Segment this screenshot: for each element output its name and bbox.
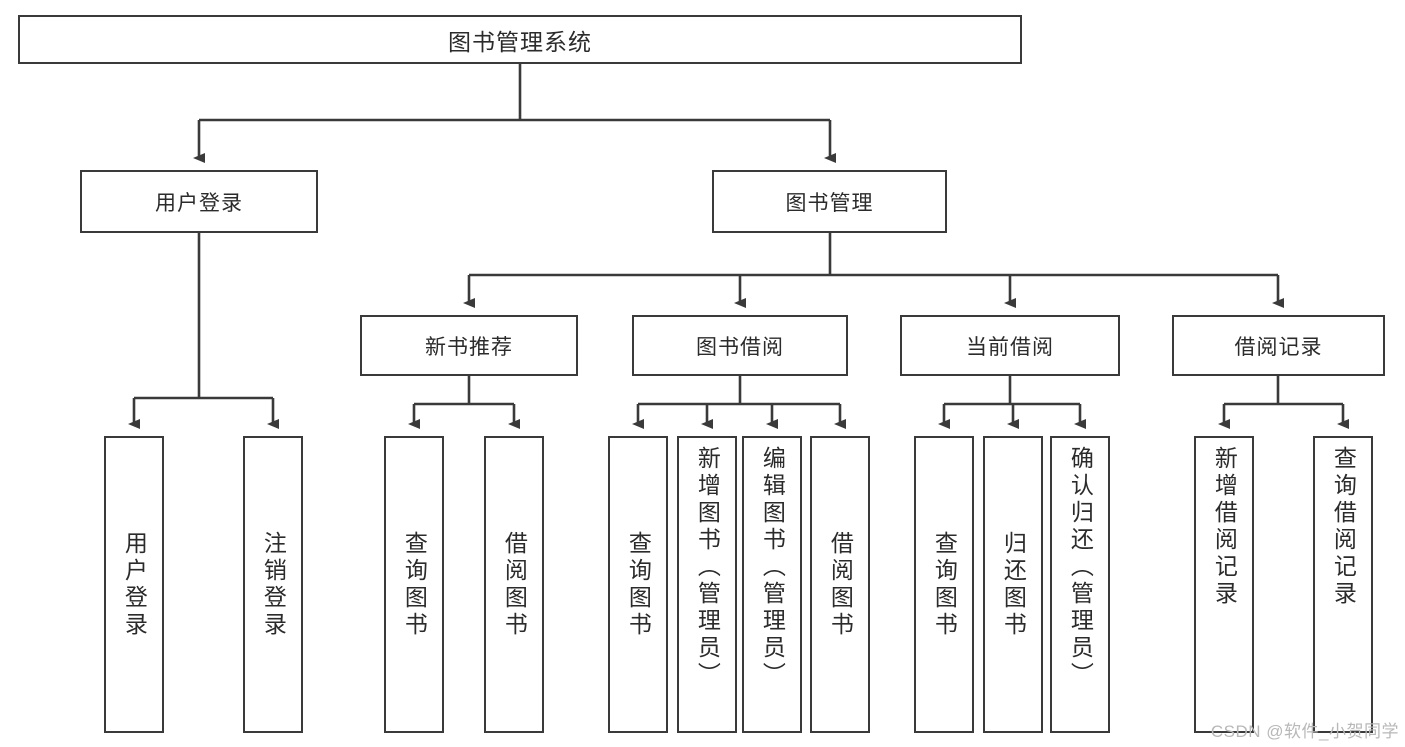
leaf-user-login-logout[interactable]: 注销登录 — [243, 436, 303, 733]
node-book-management-system[interactable]: 图书管理系统 — [18, 15, 1022, 64]
node-current-borrow[interactable]: 当前借阅 — [900, 315, 1120, 376]
node-book-management[interactable]: 图书管理 — [712, 170, 947, 233]
leaf-borrow-record-add[interactable]: 新增借阅记录 — [1194, 436, 1254, 733]
leaf-borrow-record-query[interactable]: 查询借阅记录 — [1313, 436, 1373, 733]
leaf-current-borrow-return[interactable]: 归还图书 — [983, 436, 1043, 733]
leaf-current-borrow-query[interactable]: 查询图书 — [914, 436, 974, 733]
node-borrow-record[interactable]: 借阅记录 — [1172, 315, 1385, 376]
node-label: 查询图书 — [401, 530, 428, 639]
leaf-book-borrow-edit[interactable]: 编辑图书（管理员） — [742, 436, 802, 733]
node-label: 图书借阅 — [696, 335, 784, 359]
node-label: 新增借阅记录 — [1211, 446, 1238, 608]
node-label: 用户登录 — [121, 530, 148, 639]
leaf-book-borrow-add[interactable]: 新增图书（管理员） — [677, 436, 737, 733]
node-user-login[interactable]: 用户登录 — [80, 170, 318, 233]
node-label: 图书管理系统 — [448, 28, 592, 55]
node-label: 查询借阅记录 — [1330, 446, 1357, 608]
node-label: 查询图书 — [625, 530, 652, 639]
leaf-current-borrow-confirm-return[interactable]: 确认归还（管理员） — [1050, 436, 1110, 733]
leaf-new-book-borrow[interactable]: 借阅图书 — [484, 436, 544, 733]
node-label: 编辑图书（管理员） — [759, 446, 786, 689]
node-label: 借阅记录 — [1234, 335, 1323, 359]
node-label: 确认归还（管理员） — [1067, 446, 1094, 689]
node-label: 借阅图书 — [827, 530, 854, 639]
node-label: 图书管理 — [785, 191, 874, 215]
node-book-borrow[interactable]: 图书借阅 — [632, 315, 848, 376]
node-label: 注销登录 — [260, 530, 287, 639]
node-label: 新增图书（管理员） — [694, 446, 721, 689]
node-label: 借阅图书 — [501, 530, 528, 639]
node-label: 用户登录 — [155, 191, 243, 215]
leaf-user-login-login[interactable]: 用户登录 — [104, 436, 164, 733]
node-label: 查询图书 — [931, 530, 958, 639]
node-new-book-recommend[interactable]: 新书推荐 — [360, 315, 578, 376]
csdn-watermark: CSDN @软件_小贺同学 — [1210, 722, 1399, 741]
node-label: 新书推荐 — [425, 335, 513, 359]
node-label: 当前借阅 — [966, 335, 1054, 359]
leaf-new-book-query[interactable]: 查询图书 — [384, 436, 444, 733]
node-label: 归还图书 — [1000, 530, 1027, 639]
leaf-book-borrow-borrow[interactable]: 借阅图书 — [810, 436, 870, 733]
leaf-book-borrow-query[interactable]: 查询图书 — [608, 436, 668, 733]
